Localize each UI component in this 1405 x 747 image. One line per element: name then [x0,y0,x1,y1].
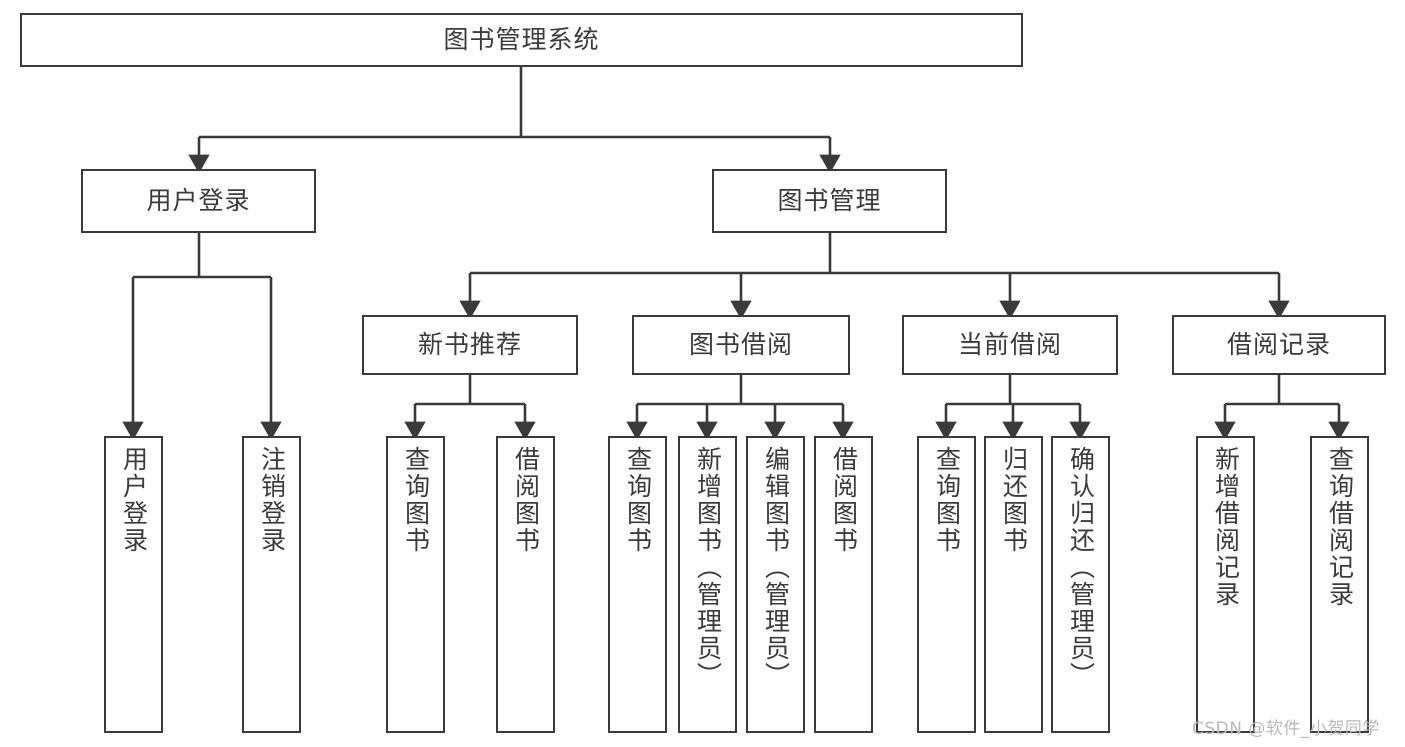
node-book-manage[interactable]: 图书管理 [712,169,947,233]
leaf-query-book-borrow[interactable]: 查询图书 [608,436,667,733]
node-label: 当前借阅 [957,330,1062,360]
leaf-borrow-book-recommend[interactable]: 借阅图书 [496,436,555,733]
node-new-book-recommend[interactable]: 新书推荐 [362,315,578,375]
node-label: 借阅记录 [1226,330,1331,360]
node-book-management-system[interactable]: 图书管理系统 [20,13,1023,67]
leaf-return-book[interactable]: 归还图书 [984,436,1043,733]
node-label: 图书管理系统 [443,25,600,55]
node-label: 查询图书 [623,446,653,554]
node-label: 新增图书（管理员） [693,446,723,689]
leaf-query-book-recommend[interactable]: 查询图书 [386,436,445,733]
node-label: 注销登录 [257,446,287,554]
node-label: 确认归还（管理员） [1066,446,1096,689]
node-label: 图书借阅 [688,330,793,360]
leaf-query-borrow-record[interactable]: 查询借阅记录 [1310,436,1369,733]
leaf-add-borrow-record[interactable]: 新增借阅记录 [1196,436,1255,733]
leaf-add-book-admin[interactable]: 新增图书（管理员） [678,436,737,733]
csdn-watermark: CSDN @软件_小贺同学 [1192,719,1380,739]
node-label: 图书管理 [777,186,882,216]
leaf-edit-book-admin[interactable]: 编辑图书（管理员） [746,436,805,733]
leaf-query-book-current[interactable]: 查询图书 [917,436,976,733]
node-label: 编辑图书（管理员） [761,446,791,689]
node-label: 用户登录 [119,446,149,554]
leaf-borrow-book[interactable]: 借阅图书 [814,436,873,733]
node-user-login[interactable]: 用户登录 [81,169,316,233]
node-label: 查询借阅记录 [1325,446,1355,608]
node-label: 查询图书 [932,446,962,554]
node-borrow-record[interactable]: 借阅记录 [1172,315,1386,375]
node-label: 归还图书 [999,446,1029,554]
node-label: 新增借阅记录 [1211,446,1241,608]
leaf-confirm-return-admin[interactable]: 确认归还（管理员） [1051,436,1110,733]
node-label: 用户登录 [146,186,251,216]
node-label: 新书推荐 [417,330,522,360]
leaf-user-login[interactable]: 用户登录 [104,436,163,733]
leaf-logout-login[interactable]: 注销登录 [242,436,301,733]
node-label: 借阅图书 [511,446,541,554]
node-book-borrow[interactable]: 图书借阅 [632,315,850,375]
node-label: 借阅图书 [829,446,859,554]
node-current-borrow[interactable]: 当前借阅 [902,315,1118,375]
node-label: 查询图书 [401,446,431,554]
